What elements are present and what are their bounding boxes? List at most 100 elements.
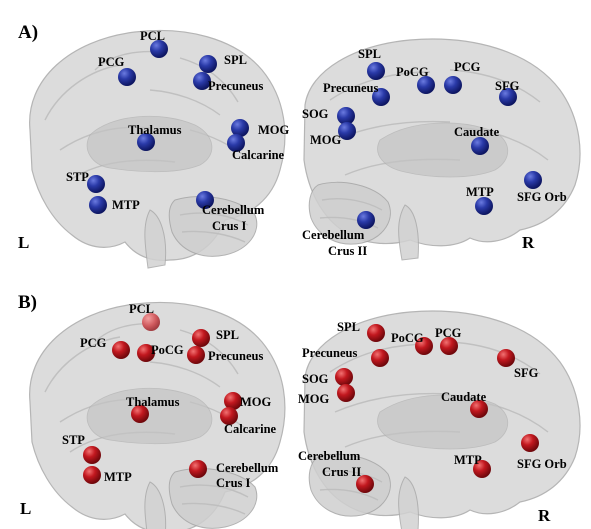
node-a-right-precuneus: [372, 88, 390, 106]
label-b-left-pcl: PCL: [129, 302, 154, 316]
panel-a-right-side-label: R: [522, 233, 535, 252]
label-b-left-pcg: PCG: [80, 336, 107, 350]
node-a-right-caudate: [471, 137, 489, 155]
label-b-right-sfg: SFG: [514, 366, 539, 380]
label-a-right-mtp: MTP: [466, 185, 494, 199]
node-a-left-precuneus: [193, 72, 211, 90]
label-b-left-spl: SPL: [216, 328, 239, 342]
panel-a-right-brain: [303, 38, 581, 261]
node-b-left-stp: [83, 446, 101, 464]
label-b-left-mog: MOG: [240, 395, 272, 409]
node-a-left-thalamus: [137, 133, 155, 151]
node-b-left-mog: [224, 392, 242, 410]
node-b-right-mog: [337, 384, 355, 402]
node-b-right-pcg: [440, 337, 458, 355]
label-a-left-calcarine: Calcarine: [232, 148, 285, 162]
label-a-right-sfg-orb: SFG Orb: [517, 190, 567, 204]
node-a-left-spl: [199, 55, 217, 73]
label-a-left-spl: SPL: [224, 53, 247, 67]
node-b-left-precuneus: [187, 346, 205, 364]
node-a-right-sfg-orb: [524, 171, 542, 189]
node-b-left-pcg: [112, 341, 130, 359]
label-b-left-stp: STP: [62, 433, 85, 447]
node-b-right-pocg: [415, 337, 433, 355]
node-b-left-thalamus: [131, 405, 149, 423]
node-a-right-cerebellum-crus2: [357, 211, 375, 229]
node-b-right-mtp: [473, 460, 491, 478]
label-a-left-cerebellum: Cerebellum: [202, 203, 265, 217]
label-a-left-thalamus: Thalamus: [128, 123, 182, 137]
label-a-left-mtp: MTP: [112, 198, 140, 212]
node-a-left-pcl: [150, 40, 168, 58]
node-b-right-caudate: [470, 400, 488, 418]
node-b-right-sfg: [497, 349, 515, 367]
node-a-left-stp: [87, 175, 105, 193]
label-a-right-pcg: PCG: [454, 60, 481, 74]
panel-a-label: A): [18, 22, 38, 43]
panel-b-left-brain: [28, 301, 286, 529]
label-b-left-thalamus: Thalamus: [126, 395, 180, 409]
label-b-right-caudate: Caudate: [441, 390, 487, 404]
label-b-right-crus2: Crus II: [322, 465, 361, 479]
panel-b-left-side-label: L: [20, 499, 31, 518]
label-a-left-stp: STP: [66, 170, 89, 184]
label-b-left-pocg: PoCG: [151, 343, 184, 357]
label-b-left-calcarine: Calcarine: [224, 422, 277, 436]
label-a-left-precuneus: Precuneus: [208, 79, 263, 93]
node-b-left-mtp: [83, 466, 101, 484]
node-a-left-calcarine: [227, 134, 245, 152]
label-a-right-sog: SOG: [302, 107, 329, 121]
label-b-right-precuneus: Precuneus: [302, 346, 357, 360]
node-a-left-pcg: [118, 68, 136, 86]
node-b-right-precuneus: [371, 349, 389, 367]
label-b-right-sog: SOG: [302, 372, 329, 386]
label-b-left-mtp: MTP: [104, 470, 132, 484]
label-a-left-crus1: Crus I: [212, 219, 247, 233]
label-b-right-mtp: MTP: [454, 453, 482, 467]
label-a-right-cerebellum: Cerebellum: [302, 228, 365, 242]
panel-a-left-side-label: L: [18, 233, 29, 252]
label-b-right-pcg: PCG: [435, 326, 462, 340]
node-b-left-pcl: [142, 313, 160, 331]
node-b-left-calcarine: [220, 407, 238, 425]
node-b-left-pocg: [137, 344, 155, 362]
label-a-right-spl: SPL: [358, 47, 381, 61]
node-b-right-cerebellum-crus2: [356, 475, 374, 493]
label-a-right-caudate: Caudate: [454, 125, 500, 139]
label-b-left-cerebellum: Cerebellum: [216, 461, 279, 475]
node-b-right-sfg-orb: [521, 434, 539, 452]
label-a-right-precuneus: Precuneus: [323, 81, 378, 95]
label-a-left-pcl: PCL: [140, 29, 165, 43]
node-a-left-mtp: [89, 196, 107, 214]
node-a-right-sog: [337, 107, 355, 125]
panel-b-right-side-label: R: [538, 506, 551, 525]
node-a-right-mog: [338, 122, 356, 140]
node-a-right-pcg: [444, 76, 462, 94]
label-b-right-pocg: PoCG: [391, 331, 424, 345]
node-b-left-spl: [192, 329, 210, 347]
label-b-left-precuneus: Precuneus: [208, 349, 263, 363]
label-a-right-sfg: SFG: [495, 79, 520, 93]
label-a-left-mog: MOG: [258, 123, 290, 137]
label-b-right-cerebellum: Cerebellum: [298, 449, 361, 463]
node-b-right-sog: [335, 368, 353, 386]
node-a-left-mog: [231, 119, 249, 137]
label-a-left-pcg: PCG: [98, 55, 125, 69]
node-b-left-cerebellum-crus1: [189, 460, 207, 478]
label-b-left-crus1: Crus I: [216, 476, 251, 490]
node-b-right-spl: [367, 324, 385, 342]
label-b-right-sfg-orb: SFG Orb: [517, 457, 567, 471]
node-a-right-pocg: [417, 76, 435, 94]
node-a-right-spl: [367, 62, 385, 80]
node-a-left-cerebellum-crus1: [196, 191, 214, 209]
label-b-right-mog: MOG: [298, 392, 330, 406]
label-b-right-spl: SPL: [337, 320, 360, 334]
panel-b-label: B): [18, 292, 37, 313]
node-a-right-mtp: [475, 197, 493, 215]
node-a-right-sfg: [499, 88, 517, 106]
label-a-right-mog: MOG: [310, 133, 342, 147]
label-a-right-pocg: PoCG: [396, 65, 429, 79]
label-a-right-crus2: Crus II: [328, 244, 367, 258]
